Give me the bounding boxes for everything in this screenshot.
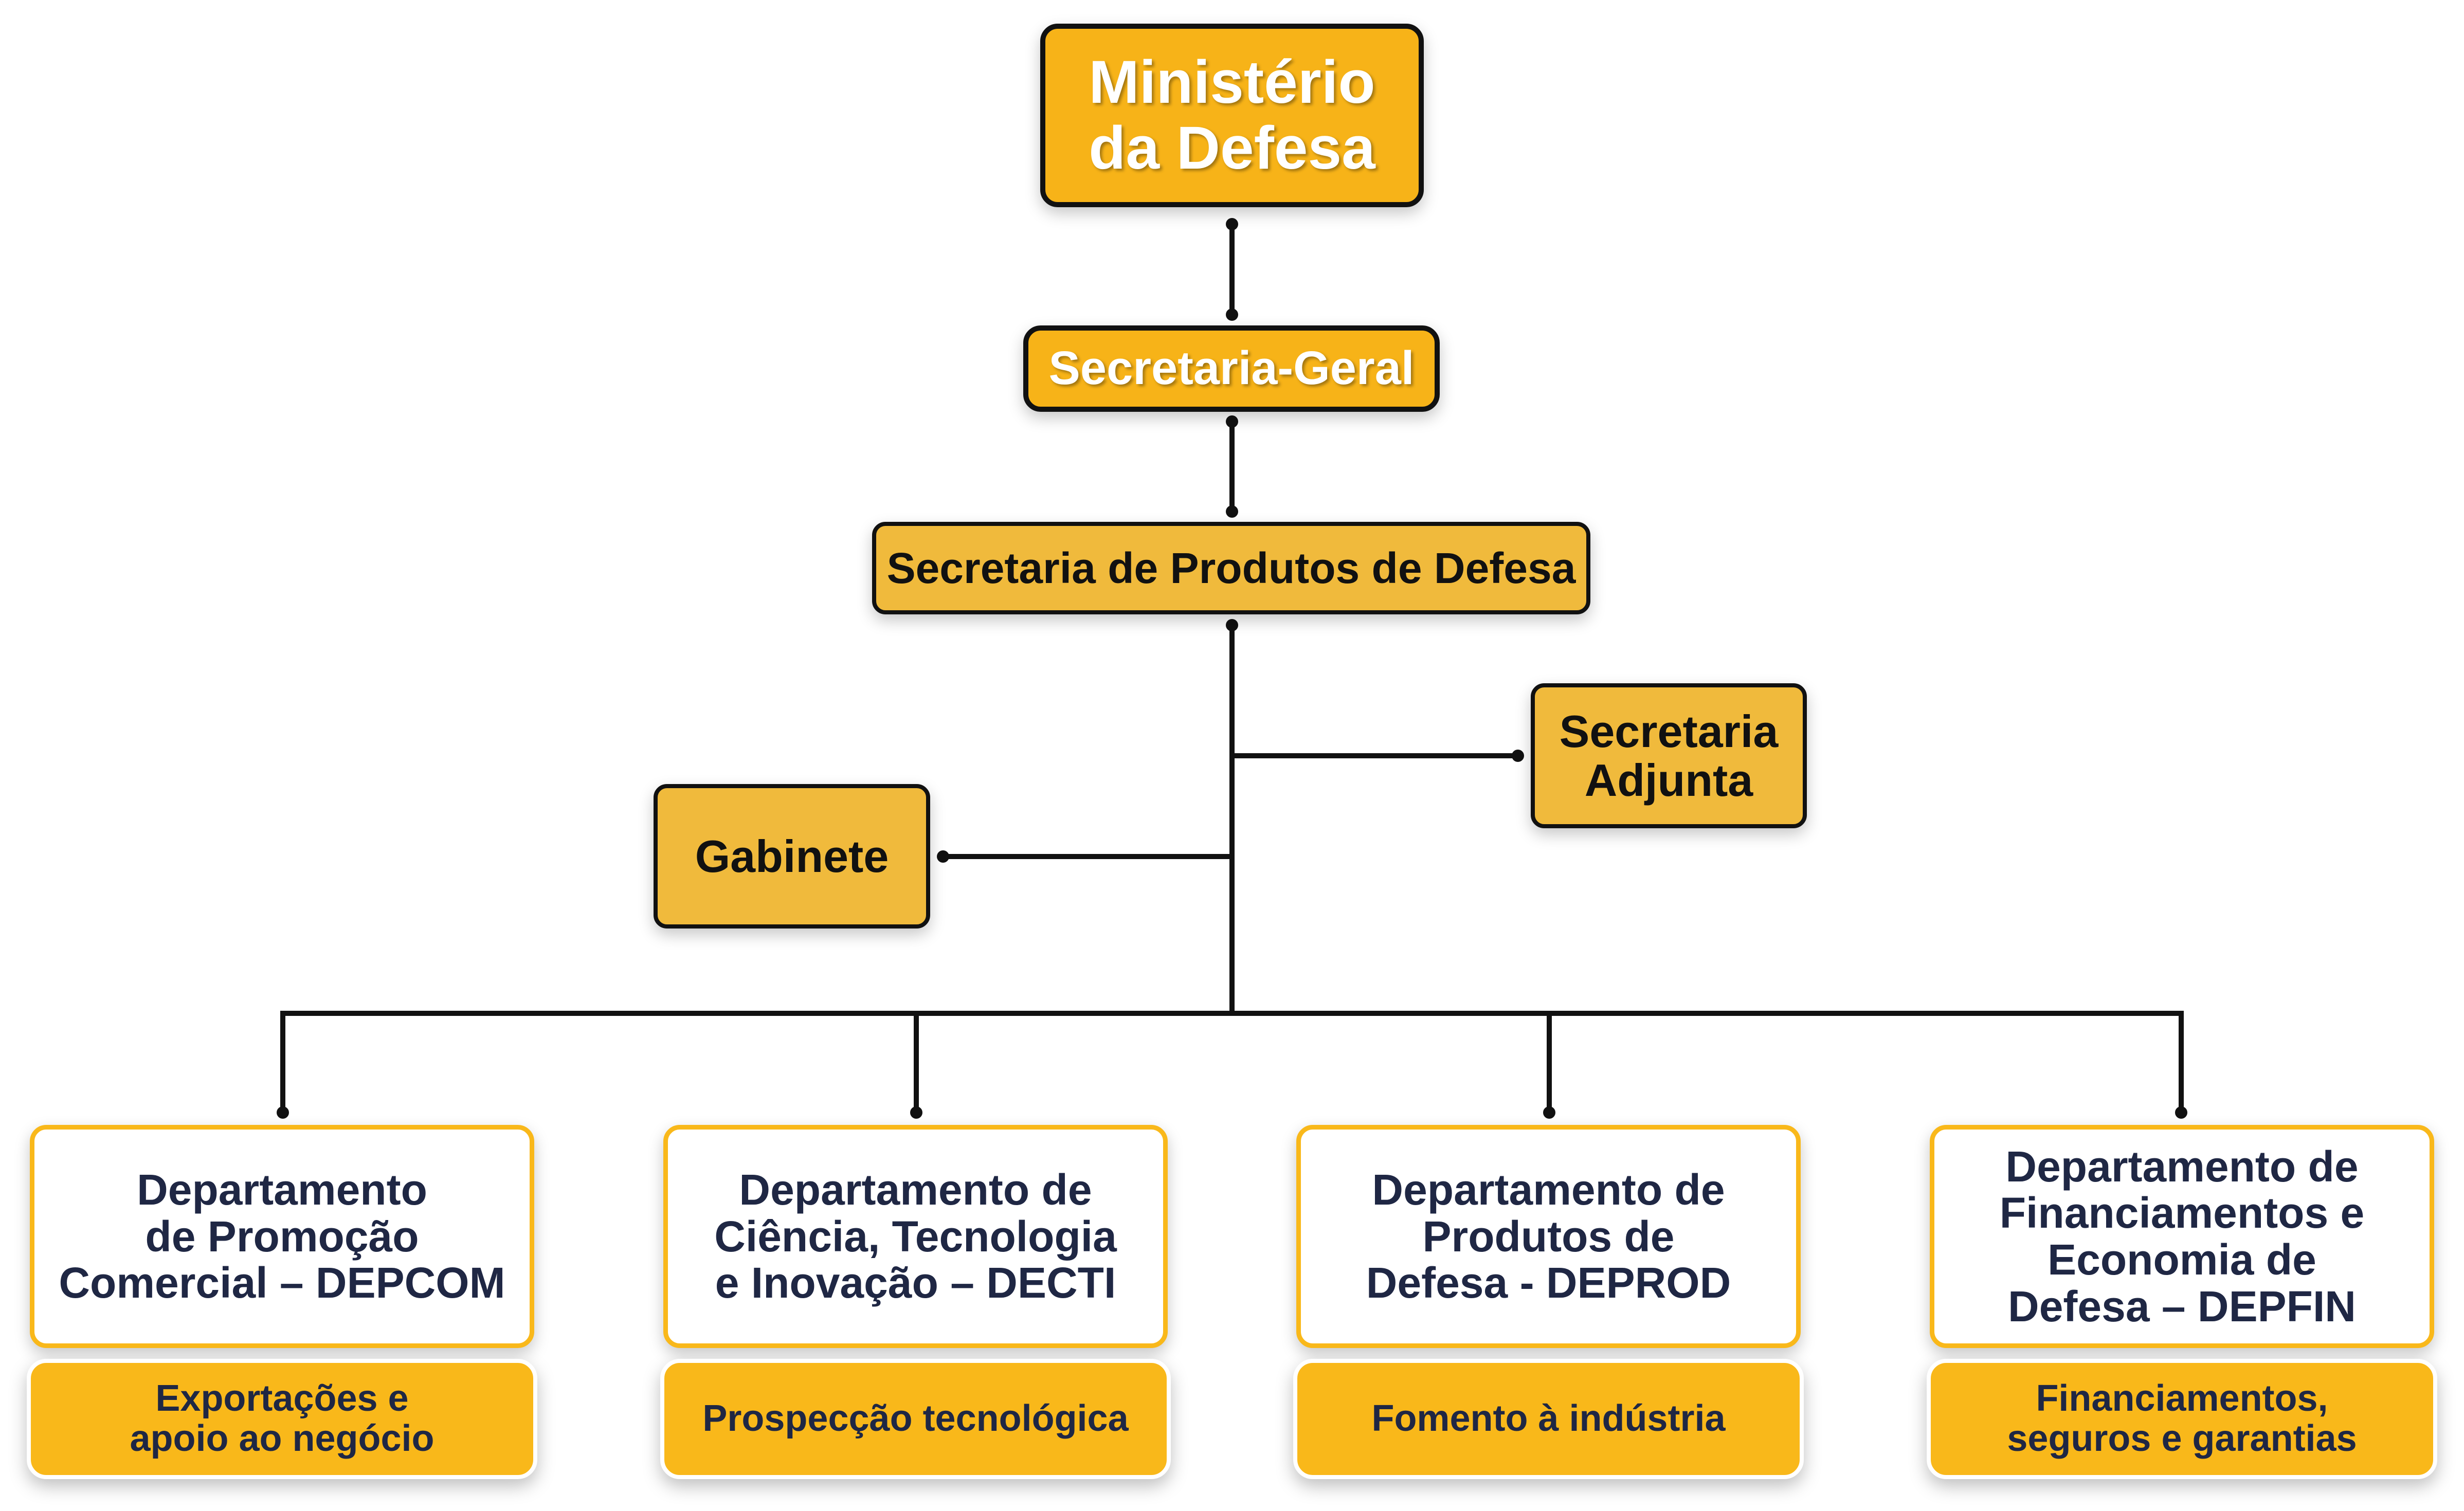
department-box-depfin: Departamento de Financiamentos e Economi…	[1930, 1125, 2434, 1348]
secretaria-adjunta-label: Secretaria Adjunta	[1559, 705, 1779, 806]
seprod-label: Secretaria de Produtos de Defesa	[886, 543, 1576, 592]
connector-dot	[277, 1106, 289, 1119]
connector-dot	[910, 1106, 922, 1119]
function-box-decti: Prospecção tecnológica	[660, 1359, 1171, 1479]
department-name: Departamento de Produtos de Defesa - DEP…	[1366, 1165, 1731, 1307]
connector-dot	[1226, 415, 1238, 428]
secretaria-geral-box: Secretaria-Geral	[1023, 325, 1440, 412]
function-box-deprod: Fomento à indústria	[1293, 1359, 1804, 1479]
connector-dot	[1543, 1106, 1555, 1119]
connector-dot	[937, 850, 949, 863]
function-box-depfin: Financiamentos, seguros e garantias	[1927, 1359, 2437, 1479]
department-box-depcom: Departamento de Promoção Comercial – DEP…	[30, 1125, 534, 1348]
connector-dot	[1226, 218, 1238, 230]
connector-dot	[1226, 619, 1238, 631]
seprod-box: Secretaria de Produtos de Defesa	[872, 522, 1590, 614]
ministry-label: Ministério da Defesa	[1089, 48, 1375, 182]
gabinete-label: Gabinete	[695, 830, 889, 882]
secretaria-adjunta-box: Secretaria Adjunta	[1531, 683, 1807, 828]
department-box-decti: Departamento de Ciência, Tecnologia e In…	[663, 1125, 1168, 1348]
connector-dot	[1512, 750, 1524, 762]
department-name: Departamento de Promoção Comercial – DEP…	[59, 1165, 505, 1307]
department-function: Prospecção tecnológica	[702, 1398, 1129, 1440]
department-name: Departamento de Ciência, Tecnologia e In…	[714, 1165, 1117, 1307]
function-box-depcom: Exportações e apoio ao negócio	[27, 1359, 537, 1479]
department-function: Financiamentos, seguros e garantias	[2007, 1378, 2357, 1459]
department-name: Departamento de Financiamentos e Economi…	[1999, 1142, 2365, 1331]
secretaria-geral-label: Secretaria-Geral	[1048, 342, 1415, 395]
department-function: Exportações e apoio ao negócio	[130, 1378, 434, 1459]
line-departments-bar	[280, 1011, 2184, 1113]
department-function: Fomento à indústria	[1371, 1398, 1726, 1440]
connector-dot	[1226, 308, 1238, 321]
department-box-deprod: Departamento de Produtos de Defesa - DEP…	[1296, 1125, 1801, 1348]
connector-dot	[1226, 505, 1238, 518]
connector-dot	[2175, 1106, 2187, 1119]
ministry-box: Ministério da Defesa	[1040, 24, 1424, 207]
gabinete-box: Gabinete	[654, 784, 930, 929]
